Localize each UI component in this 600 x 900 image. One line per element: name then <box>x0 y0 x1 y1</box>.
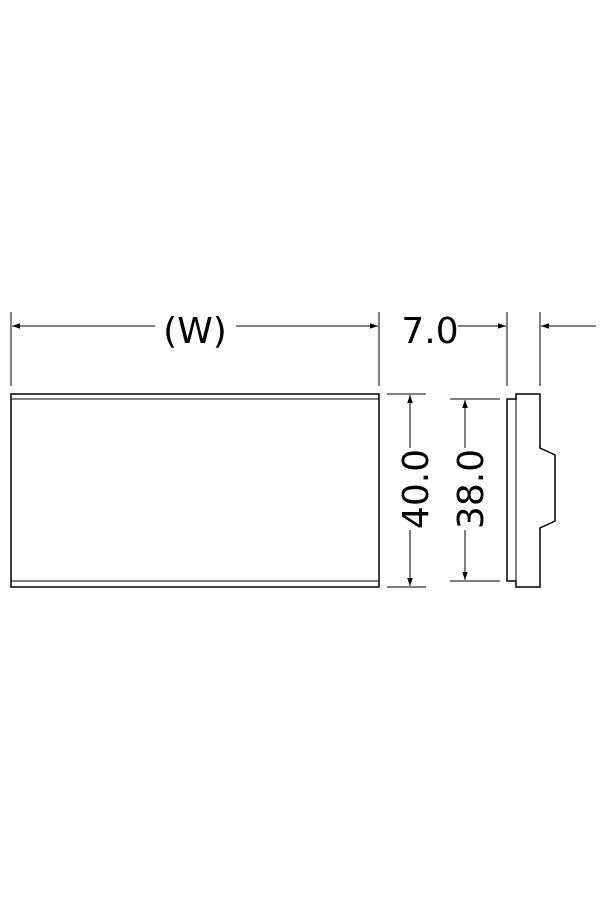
inner-height-dimension: 38.0 <box>450 398 500 582</box>
outer-height-dimension: 40.0 <box>387 393 437 588</box>
front-outline <box>10 393 380 588</box>
depth-dimension: 7.0 <box>401 311 596 386</box>
inner-height-label: 38.0 <box>451 449 492 529</box>
width-label: (W) <box>163 311 227 352</box>
front-view <box>10 393 380 588</box>
side-profile-outline <box>506 393 556 588</box>
depth-label: 7.0 <box>401 311 458 352</box>
outer-height-label: 40.0 <box>396 449 437 529</box>
width-dimension: (W) <box>10 311 380 386</box>
side-view <box>506 393 556 588</box>
